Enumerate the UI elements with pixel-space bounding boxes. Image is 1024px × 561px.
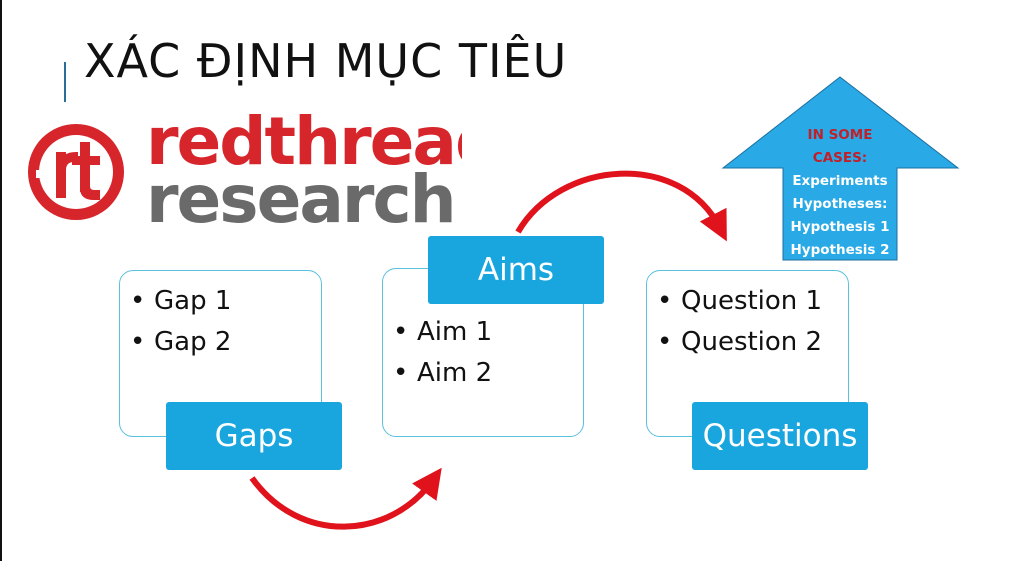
slide-title: XÁC ĐỊNH MỤC TIÊU (84, 34, 568, 88)
aims-label-box: Aims (428, 236, 604, 304)
list-item: •Gap 1 (130, 286, 232, 316)
aim-item-2: Aim 2 (417, 358, 493, 388)
note-heading-line-2: CASES: (812, 150, 868, 166)
question-item-1: Question 1 (681, 286, 823, 316)
aims-label: Aims (477, 252, 555, 288)
list-item: •Gap 2 (130, 327, 232, 357)
redthread-research-logo: redthread research (28, 112, 462, 232)
gaps-label: Gaps (214, 418, 294, 454)
list-item: •Question 1 (657, 286, 823, 316)
questions-label: Questions (702, 418, 858, 454)
note-line-hypothesis-2: Hypothesis 2 (790, 242, 890, 258)
logo-word-research: research (146, 161, 455, 232)
gap-item-1: Gap 1 (154, 286, 232, 316)
left-edge-bar (0, 0, 2, 561)
note-line-hypotheses: Hypotheses: (792, 196, 888, 212)
rt-mark-icon (28, 124, 124, 220)
questions-label-box: Questions (692, 402, 868, 470)
gaps-list: •Gap 1 •Gap 2 (120, 271, 321, 363)
gap-item-2: Gap 2 (154, 327, 232, 357)
aims-list: •Aim 1 •Aim 2 (383, 269, 583, 394)
arrow-gaps-to-aims (249, 467, 442, 530)
arrow-aims-to-questions (515, 170, 727, 242)
list-item: •Question 2 (657, 327, 823, 357)
note-heading-line-1: IN SOME (807, 127, 873, 143)
list-item: •Aim 2 (393, 358, 493, 388)
title-accent-rule (64, 62, 66, 102)
gaps-label-box: Gaps (166, 402, 342, 470)
note-line-hypothesis-1: Hypothesis 1 (790, 219, 890, 235)
note-line-experiments: Experiments (792, 173, 888, 189)
logo-word-redthread: redthread (146, 112, 462, 180)
list-item: •Aim 1 (393, 317, 493, 347)
note-text: IN SOME CASES: Experiments Hypotheses: H… (780, 124, 900, 262)
aim-item-1: Aim 1 (417, 317, 493, 347)
questions-list: •Question 1 •Question 2 (647, 271, 848, 363)
question-item-2: Question 2 (681, 327, 823, 357)
